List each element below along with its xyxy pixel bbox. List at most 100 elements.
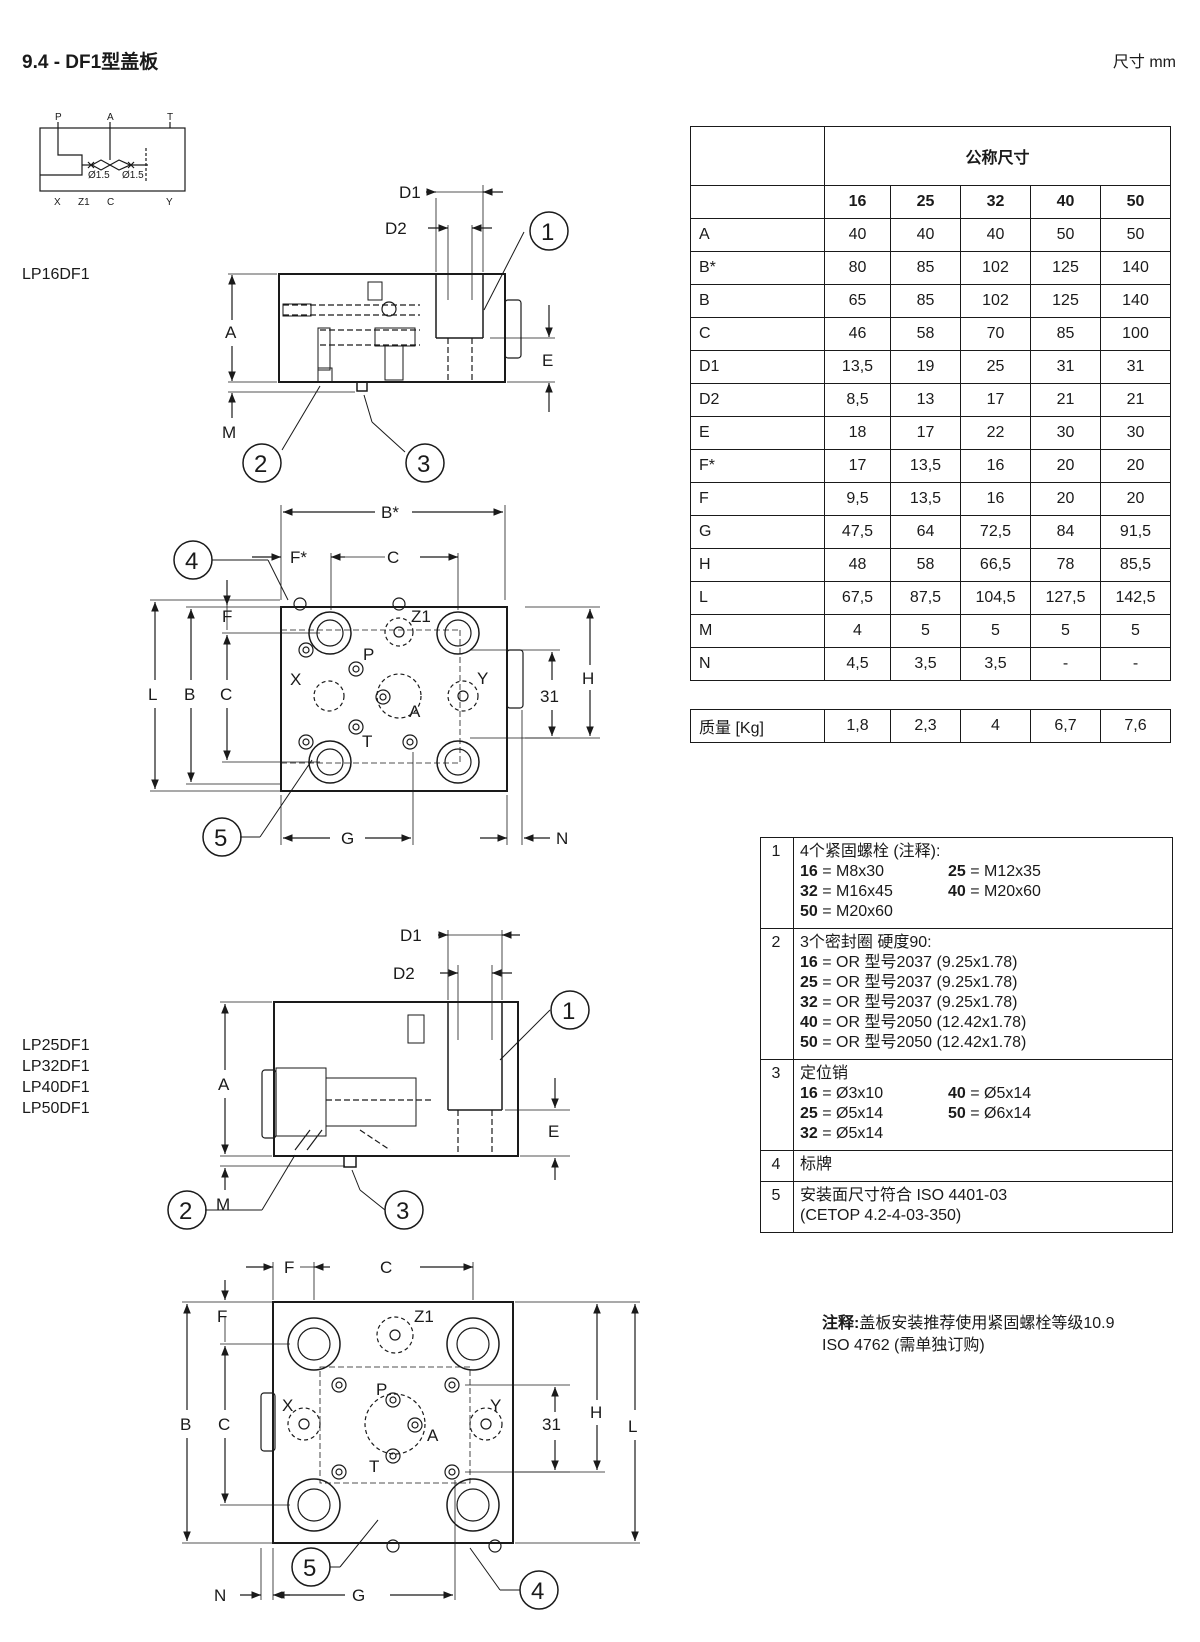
port-label: P xyxy=(55,112,62,123)
dim-label-a: A xyxy=(218,1075,230,1094)
table-cell: 20 xyxy=(1030,449,1101,483)
table-cell: 21 xyxy=(1100,383,1171,417)
size-value: = M16x45 xyxy=(817,883,893,900)
port-label-a: A xyxy=(427,1426,439,1445)
table-cell: 21 xyxy=(1030,383,1101,417)
table-cell: 40 xyxy=(960,218,1031,252)
size-code: 40 xyxy=(948,1085,966,1102)
callout-5: 5 xyxy=(214,825,227,852)
hydraulic-schematic xyxy=(39,122,186,192)
table-cell: 78 xyxy=(1030,548,1101,582)
port-label-x: X xyxy=(290,670,301,689)
row-label: G xyxy=(690,515,825,549)
table-cell: 58 xyxy=(890,548,961,582)
size-code: 32 xyxy=(800,1125,818,1142)
column-header: 16 xyxy=(824,185,891,219)
row-label: C xyxy=(690,317,825,351)
port-label-t: T xyxy=(369,1457,379,1476)
legend-number: 4 xyxy=(760,1150,794,1182)
model-label: LP32DF1 xyxy=(22,1058,90,1075)
table-cell: 140 xyxy=(1100,284,1171,318)
port-label: T xyxy=(167,112,173,123)
mass-value: 2,3 xyxy=(890,709,961,743)
dim-label-g: G xyxy=(352,1586,365,1605)
size-value: = OR 型号2037 (9.25x1.78) xyxy=(817,954,1018,971)
table-cell: 58 xyxy=(890,317,961,351)
table-cell: 5 xyxy=(1100,614,1171,648)
dim-label-d2: D2 xyxy=(393,964,415,983)
top-view-large xyxy=(182,1262,640,1610)
table-cell: 4 xyxy=(824,614,891,648)
legend-subtitle: (CETOP 4.2-4-03-350) xyxy=(800,1207,962,1224)
note-text: 盖板安装推荐使用紧固螺栓等级10.9 xyxy=(859,1315,1115,1332)
row-label: F xyxy=(690,482,825,516)
dim-label-h: H xyxy=(582,669,594,688)
legend-title: 定位销 xyxy=(800,1065,849,1082)
table-cell: 5 xyxy=(1030,614,1101,648)
callout-3: 3 xyxy=(417,451,430,478)
table-cell: 100 xyxy=(1100,317,1171,351)
dim-label-d2: D2 xyxy=(385,219,407,238)
note-line2: ISO 4762 (需单独订购) xyxy=(822,1337,985,1354)
table-cell: 13,5 xyxy=(824,350,891,384)
table-corner xyxy=(690,126,825,186)
column-header: 32 xyxy=(960,185,1031,219)
size-code: 16 xyxy=(800,954,818,971)
size-value: = OR 型号2037 (9.25x1.78) xyxy=(817,994,1018,1011)
port-label-y: Y xyxy=(477,669,488,688)
legend-row: 2 3个密封圈 硬度90: 16 = OR 型号2037 (9.25x1.78)… xyxy=(760,928,1173,1060)
dim-label-e: E xyxy=(542,351,553,370)
legend-title: 标牌 xyxy=(800,1156,833,1173)
size-code: 25 xyxy=(800,974,818,991)
table-cell: 72,5 xyxy=(960,515,1031,549)
callout-3: 3 xyxy=(396,1198,409,1225)
row-label: L xyxy=(690,581,825,615)
table-cell: - xyxy=(1030,647,1101,681)
size-value: = M20x60 xyxy=(817,903,893,920)
port-label-z1: Z1 xyxy=(414,1307,434,1326)
table-cell: 25 xyxy=(960,350,1031,384)
table-group-header: 公称尺寸 xyxy=(824,126,1171,186)
mounting-note: 注释:盖板安装推荐使用紧固螺栓等级10.9 ISO 4762 (需单独订购) xyxy=(822,1313,1115,1357)
size-code: 32 xyxy=(800,994,818,1011)
table-cell: 50 xyxy=(1030,218,1101,252)
table-cell: 85,5 xyxy=(1100,548,1171,582)
dim-label-d1: D1 xyxy=(400,926,422,945)
table-cell: 91,5 xyxy=(1100,515,1171,549)
dim-label-c: C xyxy=(387,548,399,567)
callout-2: 2 xyxy=(179,1198,192,1225)
orifice-label: Ø1.5 xyxy=(122,170,144,181)
table-cell: 9,5 xyxy=(824,482,891,516)
legend-title: 3个密封圈 硬度90: xyxy=(800,934,932,951)
table-cell: 19 xyxy=(890,350,961,384)
legend-number: 3 xyxy=(760,1059,794,1151)
size-value: = M20x60 xyxy=(965,883,1041,900)
legend-content: 标牌 xyxy=(793,1150,1173,1182)
size-code: 50 xyxy=(800,1034,818,1051)
callout-1: 1 xyxy=(562,998,575,1025)
table-cell: 20 xyxy=(1100,482,1171,516)
port-label-x: X xyxy=(282,1396,293,1415)
row-label: A xyxy=(690,218,825,252)
row-label: F* xyxy=(690,449,825,483)
size-code: 16 xyxy=(800,863,818,880)
table-cell: 31 xyxy=(1030,350,1101,384)
port-label-t: T xyxy=(362,732,372,751)
top-view-lp16 xyxy=(150,505,600,857)
drawing4-labels: F C F B C 31 H L N G Z1 P X Y A T 5 4 xyxy=(180,1258,637,1605)
dim-label-m: M xyxy=(216,1195,230,1214)
callout-4: 4 xyxy=(531,1578,544,1605)
model-label: LP40DF1 xyxy=(22,1079,90,1096)
side-view-lp16 xyxy=(228,185,569,483)
mass-value: 7,6 xyxy=(1100,709,1171,743)
size-value: = Ø5x14 xyxy=(817,1105,884,1122)
table-cell: 46 xyxy=(824,317,891,351)
table-cell: 31 xyxy=(1100,350,1171,384)
dim-label-a: A xyxy=(225,323,237,342)
dim-label-b: B xyxy=(184,685,195,704)
page-title: 9.4 - DF1型盖板 xyxy=(22,52,159,73)
